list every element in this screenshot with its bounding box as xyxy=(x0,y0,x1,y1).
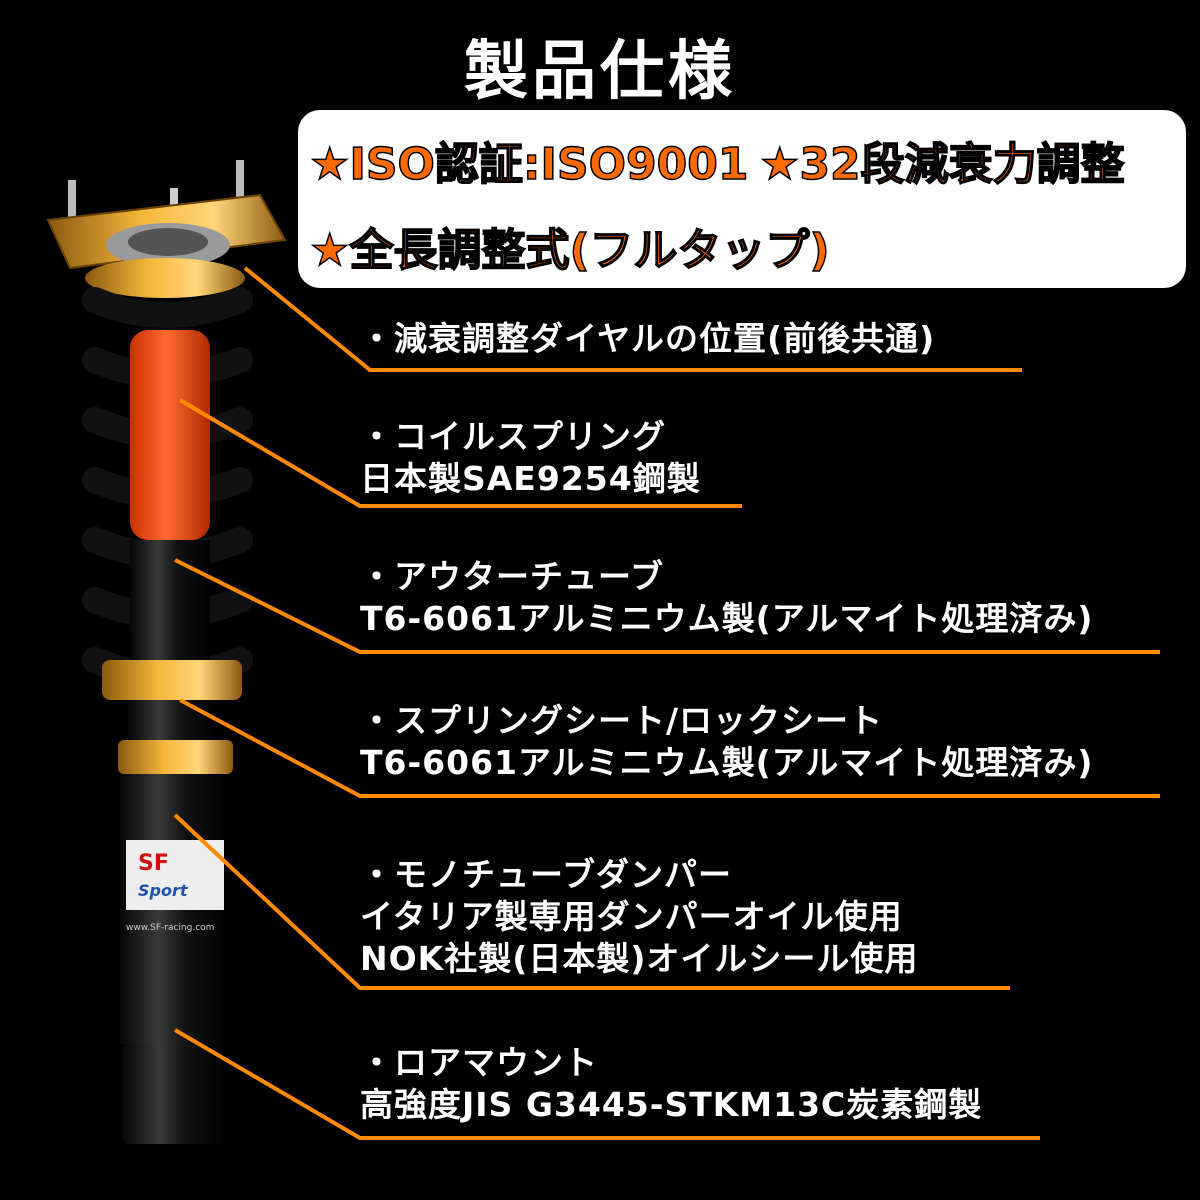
spec-lower-mount-line-2: 高強度JIS G3445-STKM13C炭素鋼製 xyxy=(360,1085,983,1124)
logo-sub: Sport xyxy=(138,881,189,900)
coilover-image: SF Sport www.SF-racing.com xyxy=(46,160,287,1144)
spec-spring-seat-line-2: T6-6061アルミニウム製(アルマイト処理済み) xyxy=(360,743,1094,782)
feature-damping: ★32段減衰力調整 xyxy=(759,138,1125,191)
logo-url: www.SF-racing.com xyxy=(126,923,214,933)
spec-damper-line-2: イタリア製専用ダンパーオイル使用 xyxy=(360,897,903,936)
spec-damper-line-1: ・モノチューブダンパー xyxy=(360,855,733,894)
spec-outer-tube: ・アウターチューブ T6-6061アルミニウム製(アルマイト処理済み) xyxy=(360,556,1094,640)
leader-line-spring-seat xyxy=(179,698,1160,798)
spec-damper-line-3: NOK社製(日本製)オイルシール使用 xyxy=(360,939,919,978)
spec-dial-line-1: ・減衰調整ダイヤルの位置(前後共通) xyxy=(360,319,936,358)
spec-outer-tube-line-2: T6-6061アルミニウム製(アルマイト処理済み) xyxy=(360,599,1094,638)
feature-iso: ★ISO認証:ISO9001 xyxy=(309,138,749,191)
spec-outer-tube-line-1: ・アウターチューブ xyxy=(360,557,665,596)
spec-coil-spring: ・コイルスプリング 日本製SAE9254鋼製 xyxy=(360,416,701,500)
spec-lower-mount: ・ロアマウント 高強度JIS G3445-STKM13C炭素鋼製 xyxy=(360,1042,982,1126)
spec-coil-spring-line-1: ・コイルスプリング xyxy=(360,417,666,456)
spec-damper: ・モノチューブダンパー イタリア製専用ダンパーオイル使用 NOK社製(日本製)オ… xyxy=(360,854,918,980)
spec-coil-spring-line-2: 日本製SAE9254鋼製 xyxy=(360,459,701,498)
leader-line-dial xyxy=(243,266,1022,372)
spec-dial: ・減衰調整ダイヤルの位置(前後共通) xyxy=(360,318,935,360)
leader-line-outer-tube xyxy=(174,558,1160,654)
leader-line-spring xyxy=(178,398,742,508)
leader-line-damper xyxy=(173,813,1010,990)
feature-box xyxy=(298,110,1186,288)
spec-spring-seat-line-1: ・スプリングシート/ロックシート xyxy=(360,701,884,740)
spec-lower-mount-line-1: ・ロアマウント xyxy=(360,1043,598,1082)
page-title: 製品仕様 xyxy=(464,35,736,109)
spec-spring-seat: ・スプリングシート/ロックシート T6-6061アルミニウム製(アルマイト処理済… xyxy=(360,700,1094,784)
leader-line-lower-mount xyxy=(173,1028,1040,1140)
feature-full-tap: ★全長調整式(フルタップ) xyxy=(309,224,830,277)
logo-brand: SF xyxy=(138,851,169,876)
